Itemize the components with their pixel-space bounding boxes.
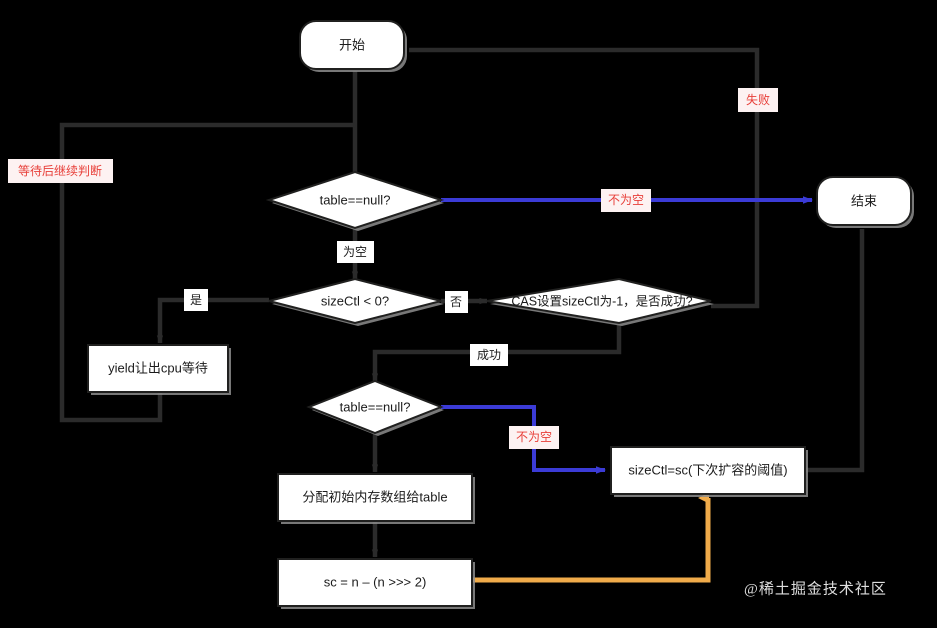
- edge-label-yes-text: 是: [190, 293, 202, 307]
- node-sc-calc-label: sc = n – (n >>> 2): [324, 574, 427, 589]
- edge-label-no-text: 否: [450, 295, 462, 309]
- edge-yield-return-rail: [59, 122, 355, 423]
- node-cas-set-label: CAS设置sizeCtl为-1，是否成功?: [511, 293, 692, 308]
- connector-layer-orange: [472, 492, 711, 583]
- edge-sizectl-yes-to-yield: [156, 297, 269, 344]
- node-start[interactable]: 开始: [299, 20, 407, 72]
- node-sizectl-sc[interactable]: sizeCtl=sc(下次扩容的阈值): [610, 446, 808, 497]
- edge-sccalc-to-sizectlsc: [472, 492, 711, 583]
- edge-label-wait-continue: 等待后继续判断: [8, 159, 113, 183]
- node-start-label: 开始: [339, 37, 365, 52]
- node-sizectl-sc-label: sizeCtl=sc(下次扩容的阈值): [628, 462, 787, 477]
- node-table-null-2[interactable]: table==null?: [306, 379, 444, 436]
- node-cas-set[interactable]: CAS设置sizeCtl为-1，是否成功?: [486, 277, 714, 326]
- edge-start-right-rail: [409, 47, 760, 309]
- edge-label-not-null-1: 不为空: [601, 189, 651, 212]
- edge-label-success: 成功: [470, 344, 508, 366]
- edge-label-fail-text: 失败: [746, 92, 770, 107]
- node-sizectl-lt0-label: sizeCtl < 0?: [321, 293, 389, 308]
- edge-label-success-text: 成功: [477, 348, 501, 362]
- node-alloc-table[interactable]: 分配初始内存数组给table: [277, 473, 475, 524]
- watermark: @稀土掘金技术社区: [744, 580, 887, 597]
- node-sc-calc[interactable]: sc = n – (n >>> 2): [277, 558, 475, 609]
- edge-label-is-null-text: 为空: [343, 245, 367, 259]
- edge-label-not-null-1-text: 不为空: [608, 193, 644, 207]
- edge-label-is-null: 为空: [337, 241, 374, 263]
- node-yield-label: yield让出cpu等待: [108, 360, 208, 375]
- node-table-null-1[interactable]: table==null?: [265, 170, 445, 231]
- node-end-label: 结束: [851, 193, 877, 208]
- node-alloc-table-label: 分配初始内存数组给table: [302, 489, 447, 504]
- node-end[interactable]: 结束: [816, 176, 914, 228]
- edge-label-no: 否: [445, 291, 468, 313]
- node-sizectl-lt0[interactable]: sizeCtl < 0?: [268, 277, 444, 326]
- edge-label-wait-continue-text: 等待后继续判断: [18, 163, 102, 178]
- node-table-null-2-label: table==null?: [340, 399, 411, 414]
- edge-label-fail: 失败: [738, 88, 778, 112]
- node-yield[interactable]: yield让出cpu等待: [87, 344, 231, 395]
- edge-label-yes: 是: [184, 289, 208, 311]
- edge-sizectlsc-to-end: [805, 229, 865, 473]
- edge-label-not-null-2: 不为空: [509, 426, 559, 449]
- node-table-null-1-label: table==null?: [320, 192, 391, 207]
- edge-label-not-null-2-text: 不为空: [516, 430, 552, 444]
